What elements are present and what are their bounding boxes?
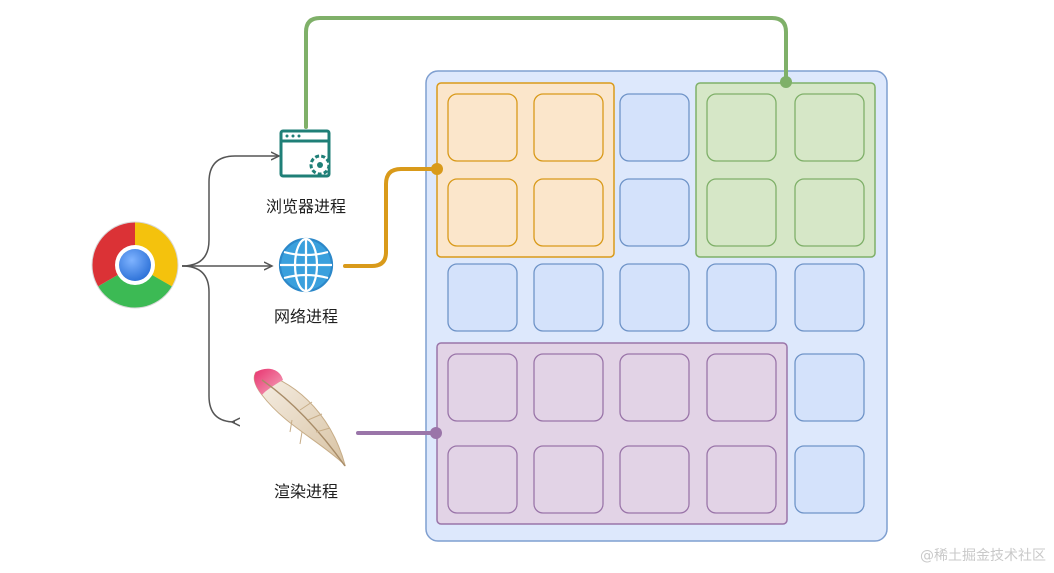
memory-tile bbox=[794, 263, 865, 332]
memory-tile bbox=[794, 93, 865, 162]
memory-tile bbox=[447, 445, 518, 514]
connectors bbox=[304, 16, 792, 439]
watermark: @稀土掘金技术社区 bbox=[920, 548, 1046, 564]
network-connector bbox=[343, 167, 439, 268]
arrow-to-browser bbox=[181, 156, 279, 267]
memory-tile bbox=[794, 178, 865, 247]
memory-tile bbox=[533, 445, 604, 514]
browser-process-label: 浏览器进程 bbox=[265, 197, 347, 216]
browser-connector bbox=[304, 16, 788, 129]
memory-tile bbox=[533, 353, 604, 422]
memory-tile bbox=[706, 263, 777, 332]
memory-tile bbox=[706, 178, 777, 247]
memory-tile bbox=[533, 263, 604, 332]
browser-connector-dot bbox=[780, 76, 792, 88]
browser-window-gear-icon bbox=[279, 129, 331, 178]
renderer-connector-dot bbox=[430, 427, 442, 439]
memory-tile bbox=[619, 93, 690, 162]
memory-tile bbox=[706, 93, 777, 162]
memory-tile bbox=[447, 353, 518, 422]
globe-icon bbox=[278, 237, 334, 293]
feather-quill-icon bbox=[253, 368, 346, 467]
memory-tile bbox=[794, 445, 865, 514]
memory-tile bbox=[706, 445, 777, 514]
network-connector-dot bbox=[431, 163, 443, 175]
chrome-logo-icon bbox=[91, 221, 179, 309]
memory-tile bbox=[619, 178, 690, 247]
memory-tile bbox=[447, 93, 518, 162]
memory-tile bbox=[619, 263, 690, 332]
memory-tile bbox=[533, 93, 604, 162]
branch-arrows bbox=[181, 156, 279, 422]
renderer-process-label: 渲染进程 bbox=[273, 482, 339, 501]
memory-tile bbox=[447, 178, 518, 247]
memory-tile bbox=[447, 263, 518, 332]
memory-tile bbox=[794, 353, 865, 422]
network-process-label: 网络进程 bbox=[273, 307, 339, 326]
arrow-to-renderer bbox=[181, 265, 235, 422]
memory-tiles bbox=[447, 93, 865, 514]
memory-tile bbox=[533, 178, 604, 247]
memory-tile bbox=[619, 445, 690, 514]
memory-tile bbox=[706, 353, 777, 422]
memory-tile bbox=[619, 353, 690, 422]
